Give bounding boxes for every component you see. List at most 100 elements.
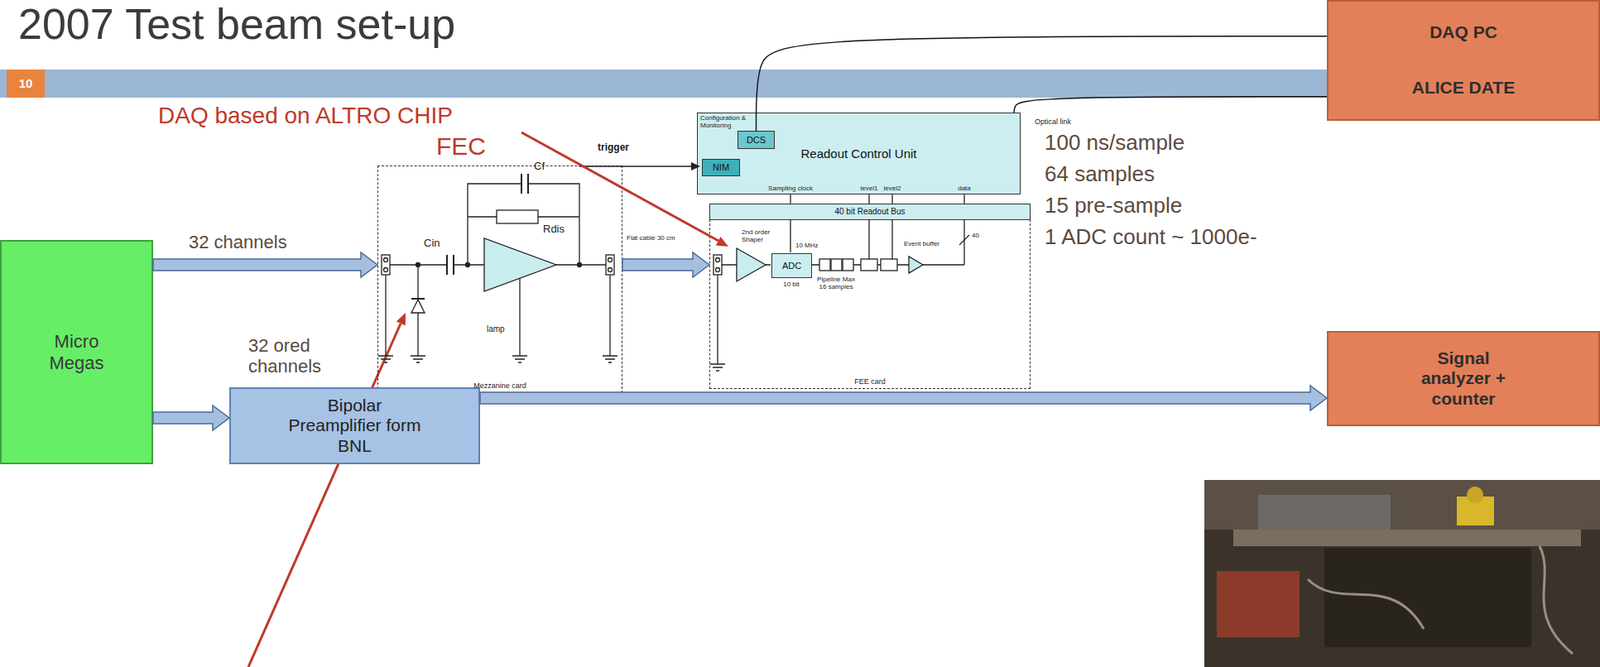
leader-arrow [521, 132, 719, 241]
ground-wire [385, 274, 611, 356]
component-name: lamp [486, 324, 505, 335]
photo-motor-cap [1466, 486, 1484, 504]
label-text: trigger [597, 142, 630, 154]
capacitor-symbol [521, 173, 529, 194]
box-text: DAQ PC [1429, 22, 1498, 43]
label-text: Configuration & Monitoring [700, 114, 747, 130]
feedback-wire [467, 183, 580, 265]
cable-line [756, 36, 1328, 131]
box-text: 40 bit Readout Bus [834, 206, 905, 217]
callout-text: FEC [436, 132, 486, 162]
control-wire [790, 194, 965, 265]
box-text: Bipolar Preamplifier form BNL [284, 395, 426, 456]
label-text: Cin [423, 237, 441, 250]
box-text: Readout Control Unit [800, 146, 917, 161]
junction-dot [466, 263, 471, 268]
cable-line [1013, 96, 1327, 113]
block-arrow [153, 252, 378, 278]
ground-symbol [378, 355, 618, 363]
port-box: NIM [701, 158, 740, 177]
signal-name: trigger [597, 142, 630, 154]
spec-note: 64 samples [1044, 162, 1155, 188]
label-text: data [957, 184, 971, 193]
box-text: Micro Megas [39, 331, 115, 374]
mezzanine-circuit [378, 173, 618, 363]
connector-pin [715, 258, 721, 263]
spec-note: 15 pre-sample [1044, 193, 1182, 219]
port-label: Configuration & Monitoring [700, 114, 747, 130]
connector-pin [715, 268, 721, 273]
label-text: Optical link [1034, 117, 1072, 126]
component-name: 2nd order Shaper [741, 228, 779, 244]
box-text: Signal analyzer + counter [1401, 348, 1526, 409]
preamplifier-box: Bipolar Preamplifier form BNL [229, 387, 481, 465]
bus-width: 40 [971, 231, 980, 240]
box-text: ADC [782, 260, 802, 272]
box-text: ALICE DATE [1412, 77, 1515, 98]
component-note: 10 bit [783, 280, 800, 289]
label-text: level1 [860, 184, 879, 193]
callout-text: DAQ based on ALTRO CHIP [158, 102, 453, 130]
slide-title: 2007 Test beam set-up [18, 0, 456, 50]
label-text: 40 [971, 231, 980, 240]
signal-name: level2 [884, 184, 902, 193]
diode-symbol [411, 299, 425, 313]
input-connector [381, 254, 390, 275]
signal-name: data [957, 184, 971, 193]
channel-note: 32 channels [188, 231, 288, 253]
box-text: DCS [746, 134, 766, 146]
detector-box: Micro Megas [0, 240, 154, 465]
photo-crate [1216, 571, 1300, 638]
block-arrow [153, 405, 230, 431]
driver-symbol [908, 256, 923, 274]
readout-bus-bar: 40 bit Readout Bus [709, 203, 1031, 221]
connector-pin [384, 258, 389, 263]
label-text: 100 ns/sample [1044, 130, 1185, 156]
label-text: 15 pre-sample [1044, 193, 1182, 219]
channel-note: 32 ored channels [248, 335, 340, 378]
input-connector [713, 254, 722, 275]
label-text: Sampling clock [768, 184, 813, 193]
trigger-arrowhead [691, 162, 701, 171]
label-text: 32 ored channels [248, 335, 340, 378]
label-text: Cf [533, 160, 545, 173]
photo-cables [1307, 546, 1573, 654]
component-name: Cin [423, 237, 441, 250]
leader-arrowhead [396, 312, 406, 326]
component-name: Cf [533, 160, 545, 173]
signal-name: level1 [860, 184, 879, 193]
card-outline: FEE cardADC [709, 219, 1031, 390]
signal-name: Sampling clock [768, 184, 813, 193]
shaper-symbol [736, 248, 766, 282]
junction-dot [416, 263, 421, 268]
pipeline-cell [819, 259, 831, 271]
link-label: Optical link [1034, 117, 1072, 126]
resistor-symbol [496, 210, 539, 224]
diode-wire [417, 264, 419, 356]
spec-note: 100 ns/sample [1044, 130, 1185, 156]
block-arrow [622, 252, 710, 278]
cable-label: Flat cable 30 cm [626, 234, 676, 242]
computer-box: DAQ PC ALICE DATE [1326, 0, 1600, 121]
connector-pin [608, 268, 613, 273]
output-connector [605, 254, 615, 275]
label-text: lamp [486, 324, 505, 335]
label-text: 10 MHz [795, 241, 819, 250]
photo-table [1233, 529, 1581, 547]
component-name: Rdis [542, 223, 565, 236]
clock-label: 10 MHz [795, 241, 819, 250]
label-text: 2nd order Shaper [741, 228, 779, 244]
junction-dot [577, 263, 582, 268]
title-text: 2007 Test beam set-up [18, 0, 456, 50]
label-text: 1 ADC count ~ 1000e- [1044, 225, 1258, 250]
pipeline-cell [842, 259, 854, 271]
page-number-box [6, 69, 45, 98]
fee-circuit [710, 194, 970, 371]
label-text: Event buffer [903, 240, 940, 248]
trigger-wire [579, 165, 692, 168]
connector-pin [384, 268, 389, 273]
